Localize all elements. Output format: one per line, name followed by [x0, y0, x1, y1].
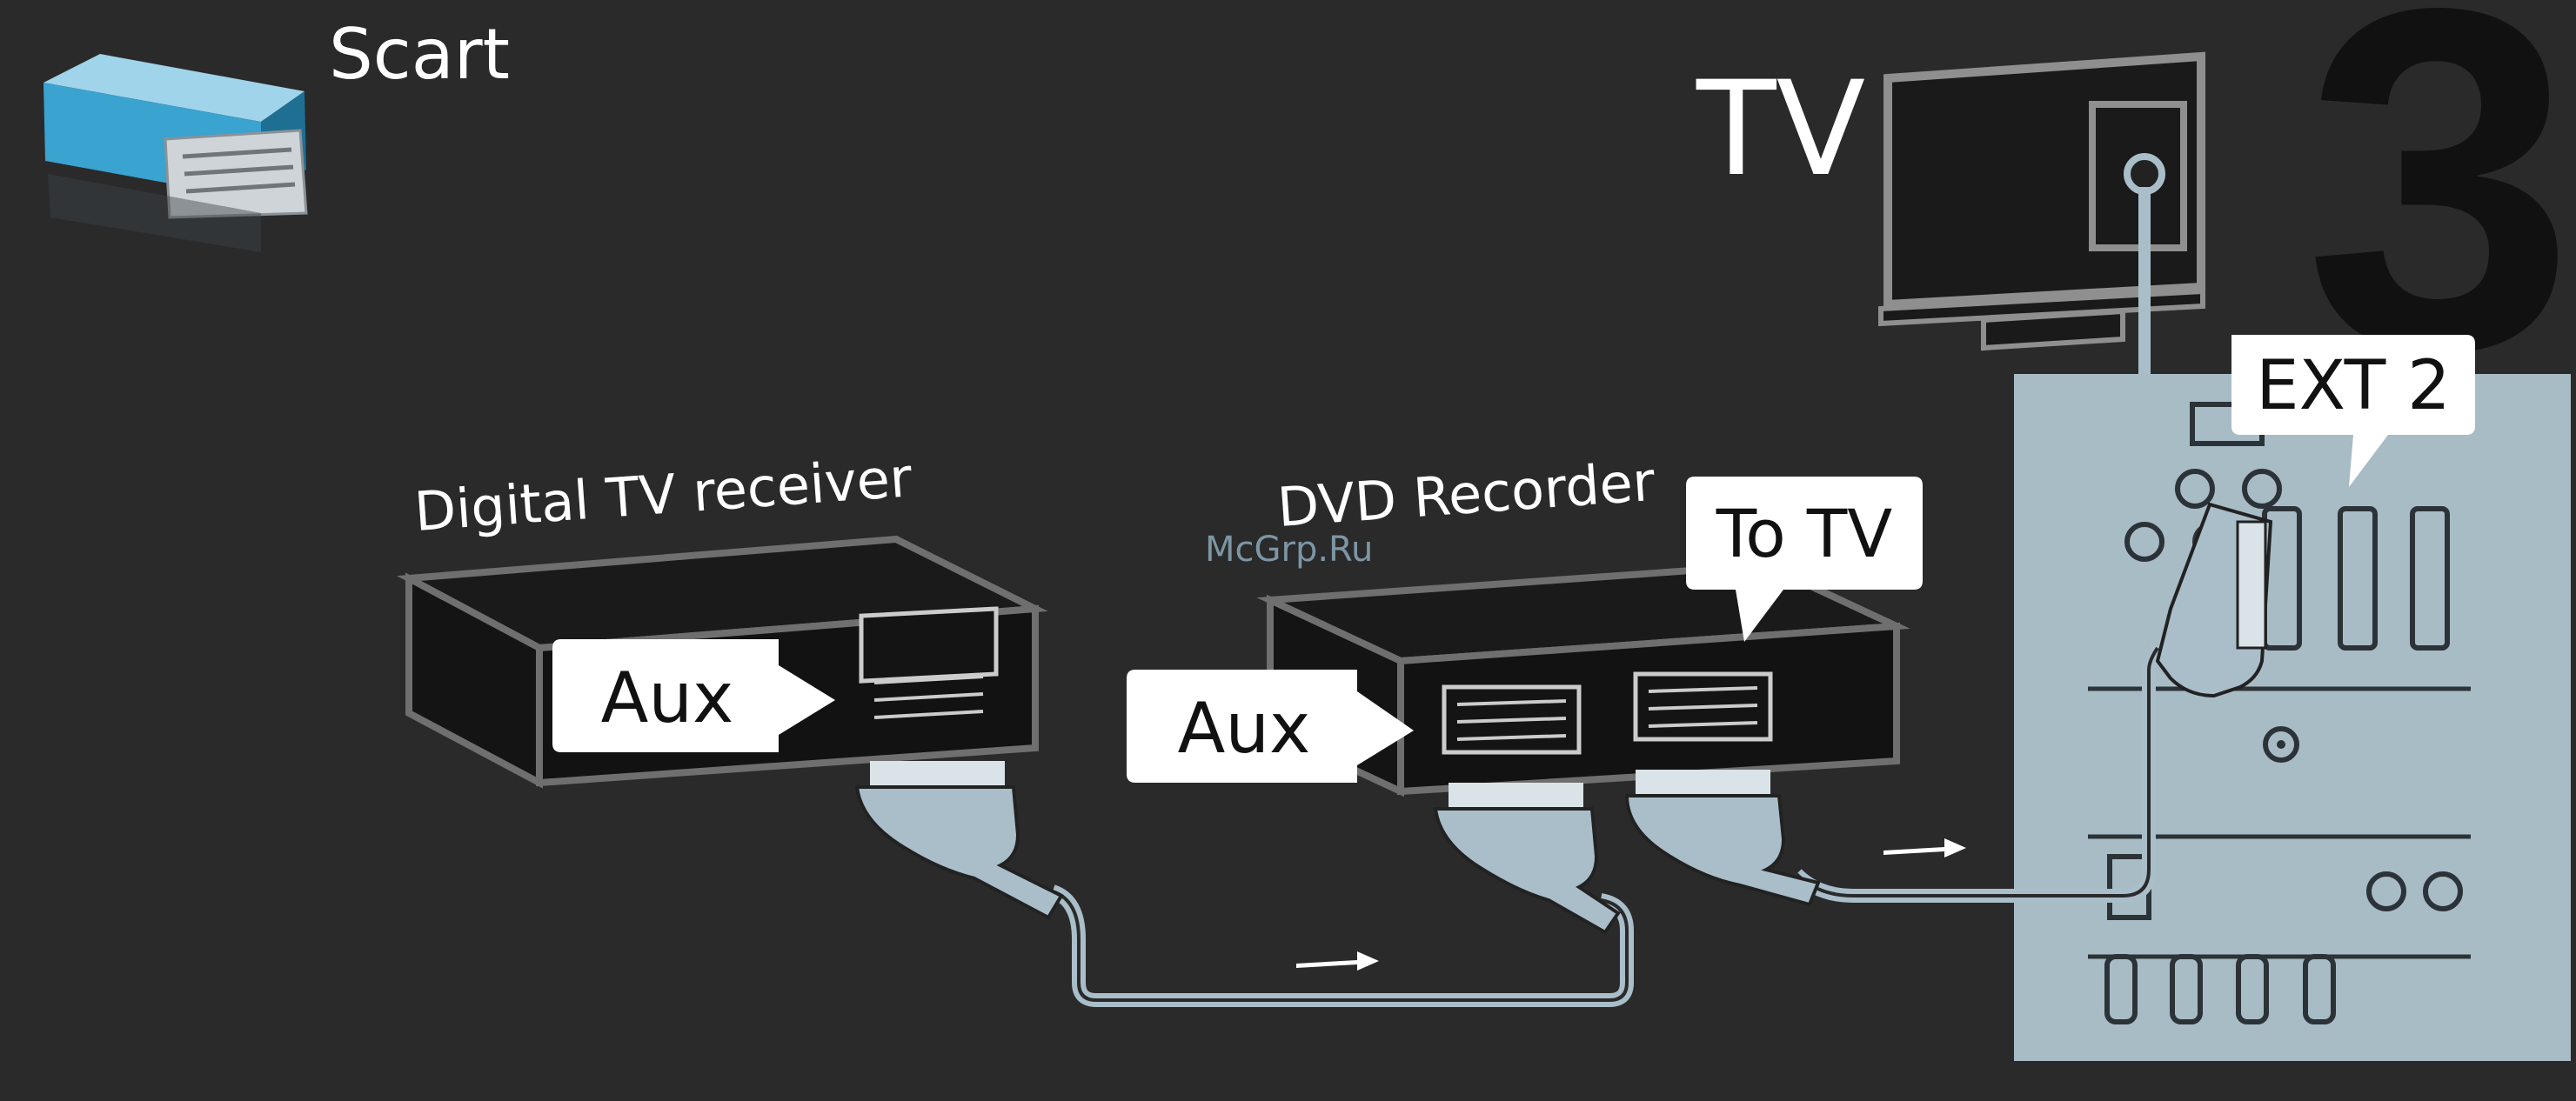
aux-receiver-label: Aux — [601, 657, 734, 738]
aux-dvd-label: Aux — [1178, 688, 1311, 769]
tv-back-panel — [2014, 374, 2571, 1061]
arrow-right-icon — [1883, 838, 1966, 857]
digital-tv-receiver-label: Digital TV receiver — [412, 445, 914, 544]
scart-cable-receiver-to-dvd — [857, 761, 1627, 1000]
watermark: McGrp.Ru — [1205, 530, 1373, 570]
to-tv-label: To TV — [1716, 495, 1893, 572]
arrow-right-icon — [1296, 951, 1379, 971]
ext2-label: EXT 2 — [2256, 347, 2450, 425]
scart-plug-icon — [43, 54, 306, 252]
tv-icon — [1881, 57, 2203, 348]
scart-label: Scart — [329, 14, 510, 95]
dvd-recorder-label: DVD Recorder — [1275, 450, 1657, 539]
tv-label: TV — [1696, 54, 1865, 205]
